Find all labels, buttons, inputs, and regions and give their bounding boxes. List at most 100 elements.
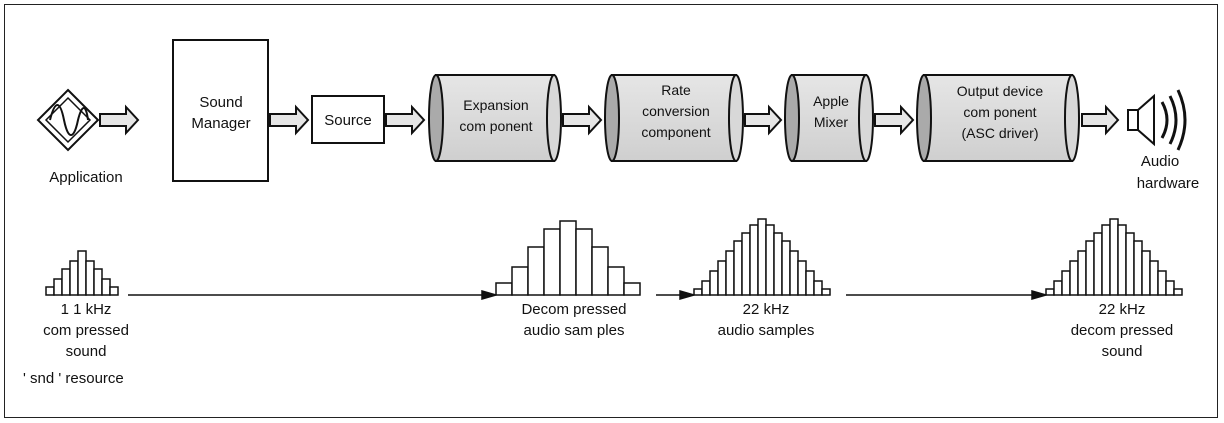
histogram-bar xyxy=(797,260,807,296)
histogram1-label-line1: 1 1 kHz xyxy=(61,301,112,318)
histogram-bar xyxy=(85,260,95,296)
histogram-bar xyxy=(709,270,719,296)
flow-arrows xyxy=(99,104,1120,136)
sample-histograms xyxy=(45,218,1183,296)
histogram-bar xyxy=(693,288,703,296)
flow-arrow-6 xyxy=(874,104,915,136)
histogram-bar xyxy=(1149,260,1159,296)
histogram-bar xyxy=(725,250,735,296)
histogram-bar xyxy=(1173,288,1183,296)
histogram4-label-line2: decom pressed xyxy=(1071,322,1174,339)
histogram-bar xyxy=(511,266,529,296)
output-device-cylinder xyxy=(916,74,1080,162)
expansion-component-cylinder xyxy=(428,74,562,162)
histogram1-label-line2: com pressed xyxy=(43,322,129,339)
histogram4-label-line3: sound xyxy=(1102,343,1143,360)
histogram-bar xyxy=(1133,240,1143,296)
histogram-bar xyxy=(109,286,119,296)
histogram-bar xyxy=(1141,250,1151,296)
histogram-bar xyxy=(757,218,767,296)
rate-label-line3: component xyxy=(641,124,710,140)
connector-arrowhead-1 xyxy=(481,290,499,300)
audio-hardware-label-line2: hardware xyxy=(1137,175,1200,192)
histogram-bar xyxy=(61,268,71,296)
histogram-bar xyxy=(781,240,791,296)
output-label-line3: (ASC driver) xyxy=(961,125,1038,141)
application-icon xyxy=(36,88,100,152)
histogram-bar xyxy=(591,246,609,296)
application-label: Application xyxy=(49,169,122,186)
source-box xyxy=(311,95,385,144)
histogram-bar xyxy=(93,268,103,296)
flow-arrow-4 xyxy=(562,104,603,136)
histogram-bar xyxy=(559,220,577,296)
output-label-line2: com ponent xyxy=(963,104,1036,120)
histogram-bar xyxy=(543,228,561,296)
histogram-bar xyxy=(813,280,823,296)
histogram-3 xyxy=(693,218,831,296)
histogram-bar xyxy=(623,282,641,296)
flow-arrow-5 xyxy=(744,104,783,136)
histogram-bar xyxy=(717,260,727,296)
histogram2-label-line1: Decom pressed xyxy=(521,301,626,318)
histogram-bar xyxy=(1093,232,1103,296)
output-label-line1: Output device xyxy=(957,83,1044,99)
histogram-bar xyxy=(749,224,759,296)
flow-arrow-7 xyxy=(1081,104,1120,136)
histogram-bar xyxy=(495,282,513,296)
expansion-label-line1: Expansion xyxy=(463,97,528,113)
histogram-bar xyxy=(1069,260,1079,296)
histogram-2 xyxy=(495,220,641,296)
histogram-bar xyxy=(77,250,87,296)
speaker-icon xyxy=(1127,89,1187,151)
expansion-label-line2: com ponent xyxy=(459,118,532,134)
connector-lines xyxy=(128,290,1049,300)
histogram-bar xyxy=(701,280,711,296)
histogram-bar xyxy=(821,288,831,296)
histogram2-label-line2: audio sam ples xyxy=(524,322,625,339)
histogram1-label-line4: ' snd ' resource xyxy=(23,370,124,387)
sound-manager-label-line1: Sound xyxy=(199,94,242,111)
histogram-bar xyxy=(1109,218,1119,296)
sound-manager-box xyxy=(172,39,269,182)
histogram-bar xyxy=(1061,270,1071,296)
histogram-bar xyxy=(1117,224,1127,296)
sound-manager-label-line2: Manager xyxy=(191,115,250,132)
histogram-4 xyxy=(1045,218,1183,296)
mixer-label-line1: Apple xyxy=(813,93,849,109)
histogram-bar xyxy=(1125,232,1135,296)
flow-arrow-3 xyxy=(385,104,426,136)
histogram1-label-line3: sound xyxy=(66,343,107,360)
histogram-bar xyxy=(805,270,815,296)
histogram-bar xyxy=(1101,224,1111,296)
connector-arrowhead-2 xyxy=(679,290,697,300)
histogram-bar xyxy=(101,278,111,296)
histogram-bar xyxy=(773,232,783,296)
rate-label-line2: conversion xyxy=(642,103,710,119)
histogram-bar xyxy=(69,260,79,296)
histogram-bar xyxy=(1045,288,1055,296)
histogram-1 xyxy=(45,250,119,296)
rate-conversion-cylinder xyxy=(604,74,744,162)
histogram3-label-line1: 22 kHz xyxy=(743,301,790,318)
histogram-bar xyxy=(1165,280,1175,296)
histogram-bar xyxy=(45,286,55,296)
histogram-bar xyxy=(527,246,545,296)
apple-mixer-cylinder xyxy=(784,74,874,162)
histogram-bar xyxy=(733,240,743,296)
histogram3-label-line2: audio samples xyxy=(718,322,815,339)
histogram-bar xyxy=(741,232,751,296)
histogram-bar xyxy=(1053,280,1063,296)
audio-hardware-label-line1: Audio xyxy=(1141,153,1179,170)
histogram-bar xyxy=(1077,250,1087,296)
histogram4-label-line1: 22 kHz xyxy=(1099,301,1146,318)
histogram-bar xyxy=(53,278,63,296)
histogram-bar xyxy=(575,228,593,296)
flow-arrow-1 xyxy=(99,104,140,136)
histogram-bar xyxy=(789,250,799,296)
histogram-bar xyxy=(1085,240,1095,296)
source-label: Source xyxy=(324,112,372,129)
mixer-label-line2: Mixer xyxy=(814,114,849,130)
histogram-bar xyxy=(607,266,625,296)
